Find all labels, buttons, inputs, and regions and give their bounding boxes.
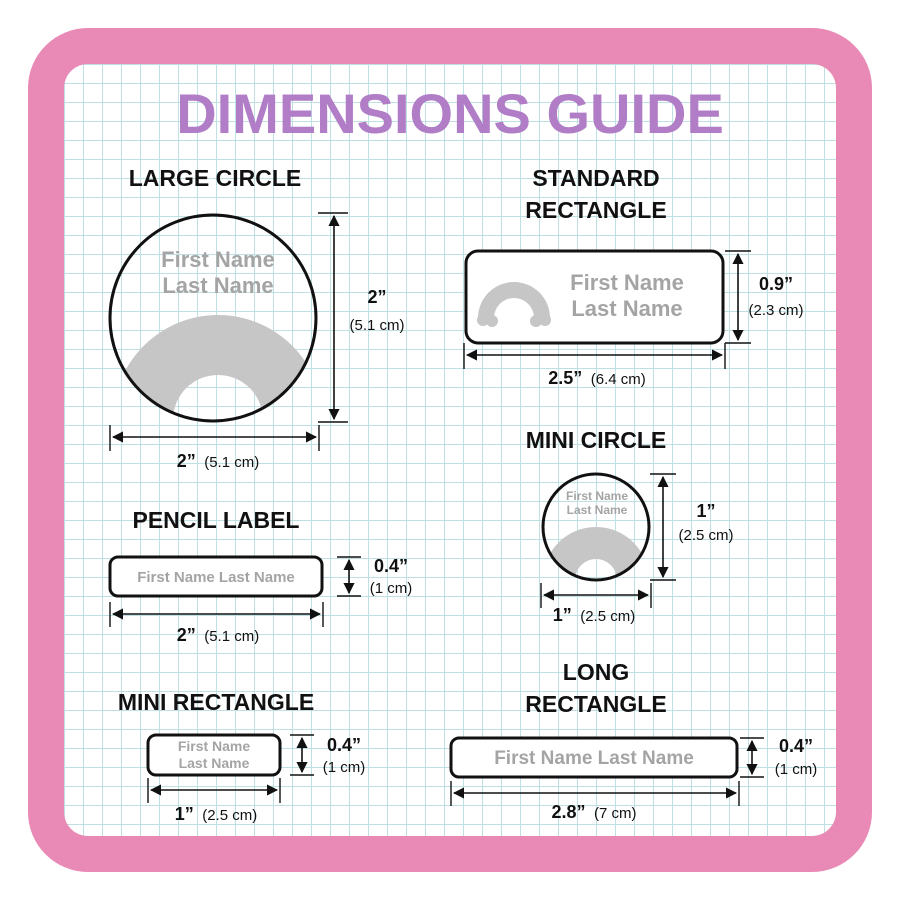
- mini-circle-last-name: Last Name: [567, 503, 628, 517]
- pencil-label-width-cm: (5.1 cm): [204, 628, 259, 645]
- mini-circle-width-cm: (2.5 cm): [580, 608, 635, 625]
- mini-rectangle-first-name: First Name: [178, 738, 251, 754]
- mini-rectangle-height-inches: 0.4”: [327, 735, 361, 755]
- mini-rectangle-width-cm: (2.5 cm): [202, 807, 257, 824]
- pencil-label-sample-name: First Name Last Name: [137, 569, 295, 586]
- pencil-label-title: PENCIL LABEL: [133, 507, 300, 533]
- large-circle-height-inches: 2”: [367, 287, 386, 307]
- pencil-label-outline: [108, 555, 324, 598]
- mini-circle-first-name: First Name: [566, 489, 628, 503]
- standard-rectangle-first-name: First Name: [570, 270, 684, 295]
- mini-circle-rainbow-graphic: [543, 527, 649, 580]
- svg-text:1” (2.5 cm): 1” (2.5 cm): [175, 804, 257, 824]
- svg-text:2” (5.1 cm): 2” (5.1 cm): [177, 625, 259, 645]
- mini-circle-height-cm: (2.5 cm): [678, 527, 733, 544]
- mini-circle-width-inches: 1”: [553, 605, 572, 625]
- standard-rectangle-title-line1: STANDARD: [532, 165, 659, 191]
- mini-rectangle-width-inches: 1”: [175, 804, 194, 824]
- standard-rectangle-height-cm: (2.3 cm): [748, 302, 803, 319]
- long-rectangle-label-outline: [449, 736, 739, 779]
- long-rectangle-width-inches: 2.8”: [552, 802, 586, 822]
- large-circle-title: LARGE CIRCLE: [129, 165, 302, 191]
- pencil-label-width-inches: 2”: [177, 625, 196, 645]
- large-circle-first-name: First Name: [161, 247, 275, 272]
- large-circle-width-cm: (5.1 cm): [204, 454, 259, 471]
- standard-rectangle-height-inches: 0.9”: [759, 274, 793, 294]
- long-rectangle-section: LONG RECTANGLE First Name Last Name 0.4”…: [449, 659, 818, 822]
- pencil-label-section: PENCIL LABEL First Name Last Name 0.4” (…: [108, 507, 413, 645]
- pencil-label-height-cm: (1 cm): [370, 580, 413, 597]
- svg-text:1” (2.5 cm): 1” (2.5 cm): [553, 605, 635, 625]
- standard-rectangle-width-inches: 2.5”: [548, 368, 582, 388]
- long-rectangle-height-inches: 0.4”: [779, 736, 813, 756]
- mini-rectangle-height-cm: (1 cm): [323, 759, 366, 776]
- mini-circle-label-outline: [541, 472, 651, 582]
- svg-text:2.5” (6.4 cm): 2.5” (6.4 cm): [548, 368, 646, 388]
- long-rectangle-width-cm: (7 cm): [594, 805, 637, 822]
- large-circle-label-outline: [108, 213, 318, 423]
- svg-text:2.8” (7 cm): 2.8” (7 cm): [552, 802, 637, 822]
- long-rectangle-title-line1: LONG: [563, 659, 629, 685]
- page-title: DIMENSIONS GUIDE: [176, 82, 724, 145]
- standard-rectangle-section: STANDARD RECTANGLE First Name Last Name …: [463, 165, 804, 388]
- long-rectangle-sample-name: First Name Last Name: [494, 748, 694, 769]
- standard-rectangle-width-cm: (6.4 cm): [591, 371, 646, 388]
- standard-rectangle-rainbow-graphic: [477, 282, 551, 327]
- large-circle-height-cm: (5.1 cm): [349, 317, 404, 334]
- mini-rectangle-section: MINI RECTANGLE First Name Last Name 0.4”…: [118, 689, 365, 824]
- long-rectangle-title-line2: RECTANGLE: [525, 691, 666, 717]
- svg-text:2” (5.1 cm): 2” (5.1 cm): [177, 451, 259, 471]
- mini-circle-height-inches: 1”: [696, 501, 715, 521]
- large-circle-rainbow-graphic: [113, 315, 316, 420]
- large-circle-section: LARGE CIRCLE First Name Last Name 2” (5.…: [108, 165, 405, 471]
- grid-paper-background: [64, 64, 836, 836]
- mini-circle-title: MINI CIRCLE: [526, 427, 667, 453]
- large-circle-width-inches: 2”: [177, 451, 196, 471]
- mini-rectangle-last-name: Last Name: [179, 755, 250, 771]
- standard-rectangle-last-name: Last Name: [571, 296, 682, 321]
- long-rectangle-height-cm: (1 cm): [775, 761, 818, 778]
- mini-rectangle-title: MINI RECTANGLE: [118, 689, 314, 715]
- pencil-label-height-inches: 0.4”: [374, 556, 408, 576]
- standard-rectangle-title-line2: RECTANGLE: [525, 197, 666, 223]
- large-circle-last-name: Last Name: [162, 273, 273, 298]
- mini-circle-section: MINI CIRCLE First Name Last Name 1” (2.5…: [526, 427, 734, 625]
- mini-rectangle-label-outline: [146, 733, 282, 777]
